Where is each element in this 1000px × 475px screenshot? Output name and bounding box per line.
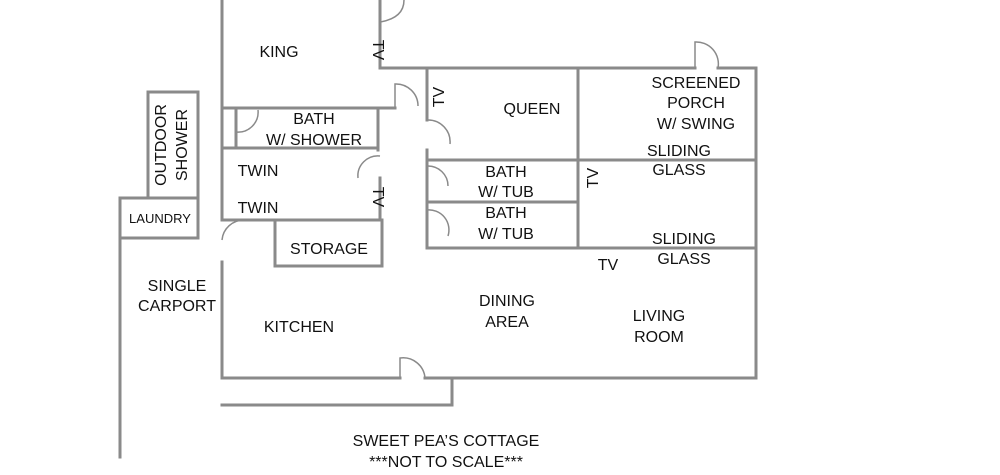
room-label-bath-shower-line1: BATH [293,111,334,128]
room-label-single-carport-line2: CARPORT [138,298,216,315]
feature-sliding-glass-1-line2: GLASS [652,162,705,179]
tv-label-porch: TV [585,167,602,188]
room-label-bath-tub-1-line2: W/ TUB [478,184,534,201]
feature-sliding-glass-1-line1: SLIDING [647,143,711,160]
caption-note: ***NOT TO SCALE*** [369,454,523,471]
doors [221,0,720,379]
room-label-screened-porch-line3: W/ SWING [657,116,735,133]
feature-sliding-glass-2-line1: SLIDING [652,231,716,248]
tv-label-queen: TV [431,86,448,107]
room-label-bath-tub-1-line1: BATH [485,164,526,181]
room-label-laundry: LAUNDRY [129,211,191,226]
room-label-living-room-line1: LIVING [633,308,685,325]
room-label-bath-tub-2-line1: BATH [485,205,526,222]
caption-title: SWEET PEA’S COTTAGE [353,433,540,450]
room-label-king: KING [259,44,298,61]
feature-sliding-glass-2-line2: GLASS [657,251,710,268]
room-label-screened-porch-line1: SCREENED [652,75,741,92]
room-label-kitchen: KITCHEN [264,319,334,336]
room-label-bath-shower-line2: W/ SHOWER [266,132,362,149]
room-label-outdoor-shower-line2: SHOWER [174,109,191,181]
room-label-queen: QUEEN [504,101,561,118]
room-label-dining-area-line2: AREA [485,314,529,331]
tv-label-king: TV [369,40,386,61]
room-label-bath-tub-2-line2: W/ TUB [478,226,534,243]
tv-label-twin: TV [369,187,386,208]
room-label-outdoor-shower-line1: OUTDOOR [153,104,170,186]
room-label-living-room-line2: ROOM [634,329,684,346]
walls [118,0,758,459]
room-label-dining-area-line1: DINING [479,293,535,310]
room-label-twin-bottom: TWIN [238,200,279,217]
room-label-single-carport-line1: SINGLE [148,278,207,295]
tv-label-living: TV [598,257,619,274]
room-label-screened-porch-line2: PORCH [667,95,725,112]
room-label-twin-top: TWIN [238,163,279,180]
room-label-storage: STORAGE [290,241,368,258]
